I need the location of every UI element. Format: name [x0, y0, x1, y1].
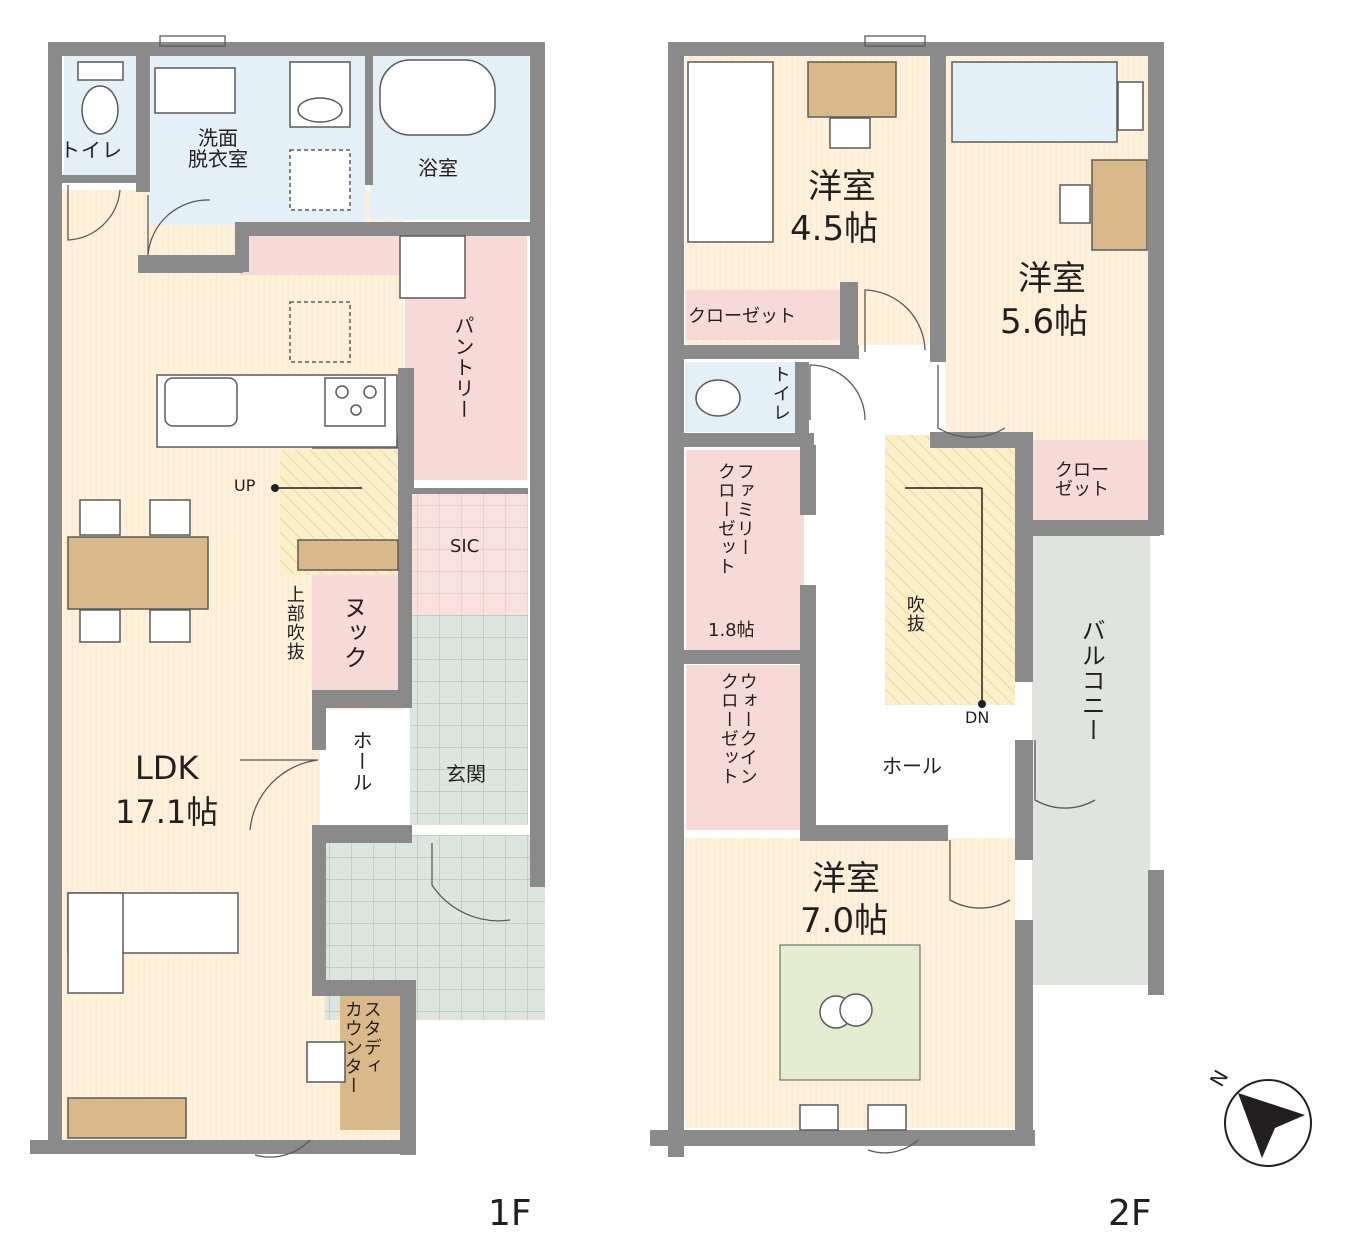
- study-counter-floor: [340, 995, 400, 1130]
- room-b-size: 5.6帖: [1000, 302, 1089, 342]
- hall-2f-label: ホール: [882, 754, 942, 778]
- second-floor-plan: [650, 35, 1164, 1157]
- shelf-strip: [240, 235, 405, 275]
- hall-1f-floor: [320, 710, 405, 825]
- walkin-closet-floor: [686, 665, 801, 830]
- first-floor-plan: [30, 35, 545, 1158]
- closet-b-label: クロー ゼット: [1055, 460, 1109, 500]
- room-b-name: 洋室: [1018, 259, 1086, 299]
- staircase-2f: [885, 435, 1015, 705]
- balcony-label: バルコニー: [1077, 618, 1106, 743]
- door-swings-2f: [809, 35, 1096, 1154]
- atrium-1f-label: 上部吹抜: [283, 585, 305, 661]
- closet-a-label: クローゼット: [688, 306, 796, 327]
- entrance-floor: [410, 615, 528, 825]
- entrance-label: 玄関: [446, 762, 486, 786]
- stair-up-dot: [271, 484, 279, 492]
- nook-floor: [312, 565, 400, 695]
- room-c-size: 7.0帖: [800, 901, 889, 941]
- family-closet-size: 1.8帖: [708, 620, 755, 641]
- ldk-size-label: 17.1帖: [115, 793, 219, 831]
- up-label: UP: [234, 476, 256, 495]
- floor-label-2f: 2F: [1108, 1193, 1152, 1234]
- closet-a-floor: [686, 290, 841, 340]
- sic-label: SIC: [450, 536, 480, 557]
- walls-1f: [30, 42, 545, 1155]
- bathroom-label: 浴室: [418, 156, 458, 180]
- walkin-closet-label: ウォークイン クローゼット: [717, 672, 758, 786]
- balcony-floor: [1032, 535, 1150, 985]
- walls-2f: [650, 42, 1164, 1157]
- atrium-2f-label: 吹抜: [903, 595, 925, 633]
- floor-label-1f: 1F: [488, 1193, 532, 1234]
- fixtures-1f: [67, 59, 496, 1139]
- nook-label: ヌック: [339, 595, 368, 670]
- pantry-label: パントリー: [451, 315, 475, 420]
- family-closet-label: ファミリー クローゼット: [714, 462, 755, 576]
- room-a-size: 4.5帖: [790, 209, 879, 249]
- closet-b-floor: [1030, 440, 1148, 520]
- door-swings-1f: [67, 35, 511, 1158]
- room-a-name: 洋室: [808, 167, 876, 207]
- sic-floor: [410, 490, 528, 615]
- down-label: DN: [965, 708, 990, 727]
- ldk-name-label: LDK: [135, 749, 199, 787]
- room-c-name: 洋室: [812, 859, 880, 899]
- stair-down-dot: [978, 700, 986, 708]
- toilet-1f-label: トイレ: [60, 138, 123, 162]
- family-closet-floor: [686, 450, 804, 650]
- fixtures-2f: [687, 61, 1148, 1131]
- washroom-label: 洗面 脱衣室: [188, 126, 248, 171]
- hall-1f-label: ホール: [349, 730, 373, 793]
- compass-icon: [1224, 1079, 1312, 1167]
- study-counter-label: スタディ カウンター: [341, 1000, 382, 1095]
- toilet-2f-label: トイレ: [769, 365, 791, 422]
